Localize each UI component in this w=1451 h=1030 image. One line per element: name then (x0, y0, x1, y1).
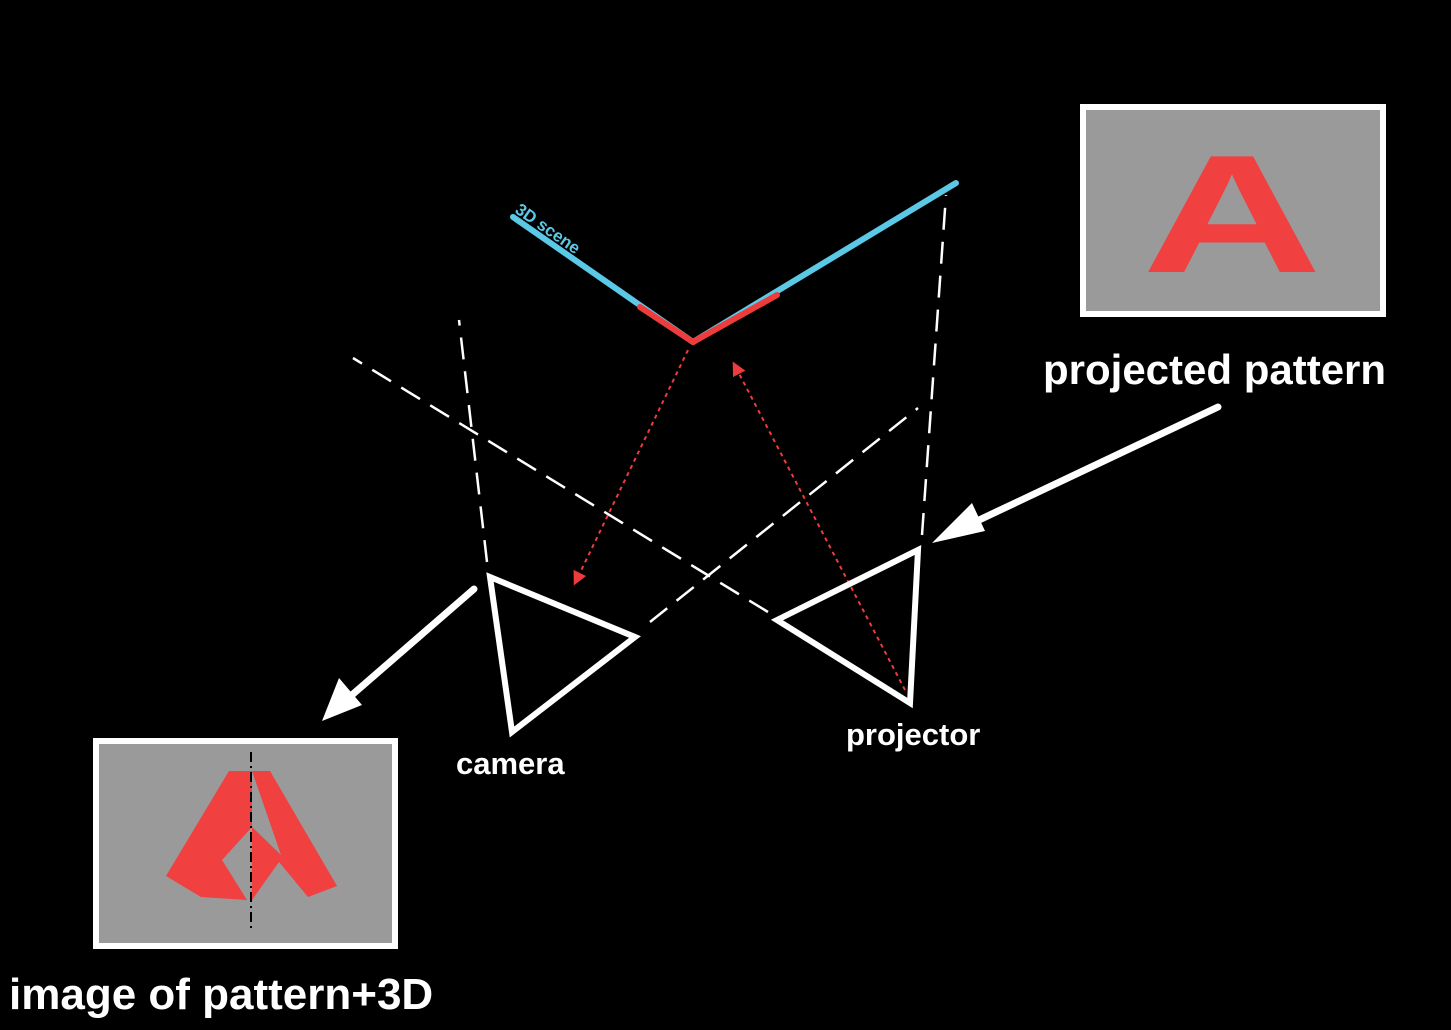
projected-pattern-frame (1080, 104, 1386, 317)
scene-surface: 3D scene (510, 180, 959, 345)
projector-frustum-edge-left (352, 356, 769, 614)
camera-frustum (457, 319, 919, 623)
distorted-pattern-letter (166, 771, 337, 900)
projected-pattern-label: projected pattern (1043, 346, 1386, 393)
pattern-to-projector-arrow (932, 403, 1222, 543)
captured-image-label: image of pattern+3D (9, 970, 433, 1019)
camera-frustum-edge-right (649, 407, 919, 623)
projector-icon (770, 545, 922, 709)
camera-icon (486, 572, 641, 738)
camera-to-image-arrow (322, 585, 478, 721)
projector-label: projector (846, 717, 980, 752)
captured-image-panel (93, 738, 398, 949)
scene-label: 3D scene (512, 200, 584, 258)
distorted-letter-right-half (252, 771, 337, 900)
projector-frustum (352, 194, 948, 614)
reflected-ray (573, 349, 689, 586)
projected-pattern-panel: A (1080, 104, 1386, 317)
illuminated-region (637, 292, 780, 345)
distorted-letter-left-half (166, 771, 252, 900)
projected-pattern-letter: A (1142, 120, 1322, 308)
projector-frustum-edge-right (920, 194, 948, 536)
captured-image-frame (93, 738, 398, 949)
camera-frustum-edge-left (457, 319, 489, 563)
projected-ray (732, 361, 906, 691)
camera-label: camera (456, 746, 565, 781)
